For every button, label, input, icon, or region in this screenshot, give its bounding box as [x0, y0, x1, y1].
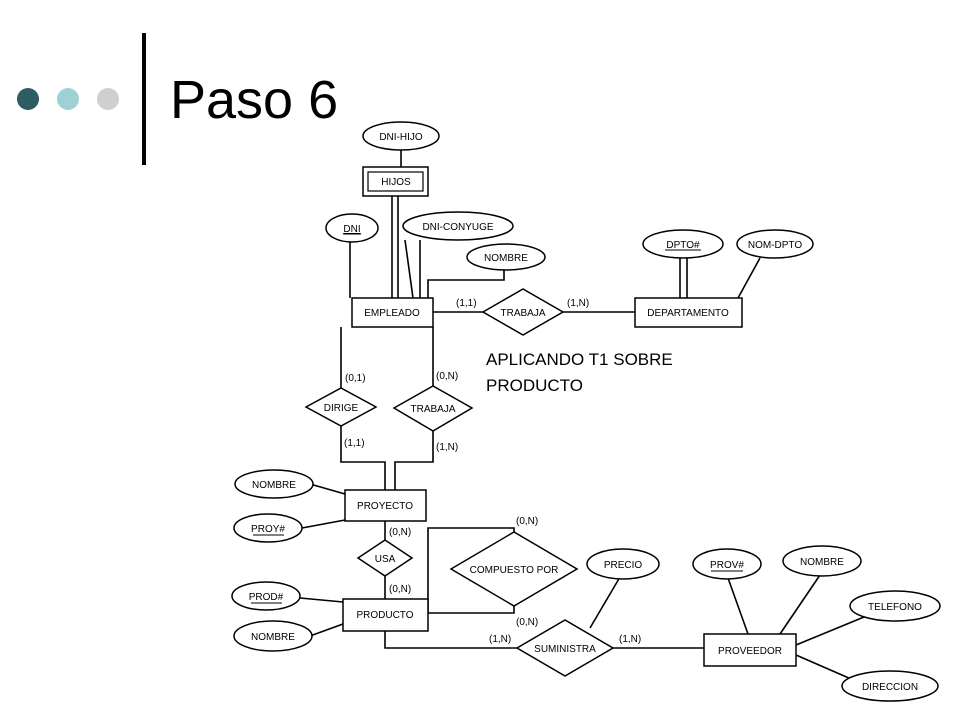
svg-text:NOMBRE: NOMBRE — [800, 557, 844, 568]
attribute-dpto: DPTO# — [642, 229, 724, 259]
attribute-nom-dpto: NOM-DPTO — [736, 229, 814, 259]
decor-dot-teal — [57, 88, 79, 110]
svg-text:DPTO#: DPTO# — [666, 240, 700, 251]
relationship-trabaja-dept: TRABAJA — [481, 288, 565, 336]
svg-text:DIRECCION: DIRECCION — [862, 682, 918, 693]
relationship-suministra: SUMINISTRA — [515, 619, 615, 677]
svg-text:DNI-HIJO: DNI-HIJO — [379, 132, 423, 143]
entity-hijos: HIJOS — [362, 166, 429, 197]
svg-text:DNI: DNI — [343, 224, 360, 235]
attribute-nombre-empleado: NOMBRE — [466, 243, 546, 271]
slide-title: Paso 6 — [170, 70, 339, 130]
card-usa-producto: (0,N) — [389, 584, 411, 595]
svg-text:DIRIGE: DIRIGE — [324, 403, 359, 414]
svg-text:NOMBRE: NOMBRE — [251, 632, 295, 643]
relationship-dirige: DIRIGE — [304, 387, 378, 427]
svg-text:PROYECTO: PROYECTO — [357, 501, 413, 512]
svg-text:HIJOS: HIJOS — [381, 177, 411, 188]
card-empleado-trabaja-proy: (0,N) — [436, 371, 458, 382]
card-trabaja-departamento: (1,N) — [567, 298, 589, 309]
connector-lines — [299, 150, 865, 683]
attribute-direccion: DIRECCION — [841, 670, 939, 702]
card-proyecto-usa: (0,N) — [389, 527, 411, 538]
svg-text:NOM-DPTO: NOM-DPTO — [748, 240, 802, 251]
svg-text:TELEFONO: TELEFONO — [868, 602, 922, 613]
svg-text:COMPUESTO POR: COMPUESTO POR — [470, 565, 559, 576]
attribute-nombre-proyecto: NOMBRE — [234, 469, 314, 499]
svg-text:PRECIO: PRECIO — [604, 560, 643, 571]
svg-text:PROV#: PROV# — [710, 560, 744, 571]
card-suministra-proveedor: (1,N) — [619, 634, 641, 645]
attribute-nombre-proveedor: NOMBRE — [782, 545, 862, 577]
attribute-dni-hijo: DNI-HIJO — [362, 121, 440, 151]
card-dirige-proyecto: (1,1) — [344, 438, 365, 449]
svg-text:TRABAJA: TRABAJA — [410, 404, 455, 415]
card-empleado-dirige: (0,1) — [345, 373, 366, 384]
svg-text:NOMBRE: NOMBRE — [252, 480, 296, 491]
svg-text:EMPLEADO: EMPLEADO — [364, 308, 420, 319]
entity-empleado: EMPLEADO — [351, 297, 434, 328]
entity-departamento: DEPARTAMENTO — [634, 297, 743, 328]
attribute-nombre-producto: NOMBRE — [233, 620, 313, 652]
card-compuesto-top: (0,N) — [516, 516, 538, 527]
entity-proyecto: PROYECTO — [344, 489, 427, 522]
svg-text:PROY#: PROY# — [251, 524, 285, 535]
attribute-telefono: TELEFONO — [849, 590, 941, 622]
svg-text:USA: USA — [375, 554, 396, 565]
relationship-trabaja-proy: TRABAJA — [392, 385, 474, 432]
note-line-2: PRODUCTO — [486, 376, 583, 395]
attribute-prod: PROD# — [231, 581, 301, 611]
attribute-dni: DNI — [325, 213, 379, 243]
svg-text:SUMINISTRA: SUMINISTRA — [534, 644, 596, 655]
card-trabaja-proyecto: (1,N) — [436, 442, 458, 453]
decor-dot-dark — [17, 88, 39, 110]
svg-text:DNI-CONYUGE: DNI-CONYUGE — [422, 222, 493, 233]
note-line-1: APLICANDO T1 SOBRE — [486, 350, 673, 369]
svg-text:PRODUCTO: PRODUCTO — [356, 610, 413, 621]
entity-producto: PRODUCTO — [342, 598, 429, 632]
entity-proveedor: PROVEEDOR — [703, 633, 797, 667]
svg-text:PROD#: PROD# — [249, 592, 284, 603]
relationship-usa: USA — [356, 539, 414, 577]
card-compuesto-bottom: (0,N) — [516, 617, 538, 628]
card-empleado-trabaja: (1,1) — [456, 298, 477, 309]
attribute-prov: PROV# — [692, 548, 762, 580]
svg-text:DEPARTAMENTO: DEPARTAMENTO — [647, 308, 729, 319]
attribute-precio: PRECIO — [586, 548, 660, 580]
svg-text:PROVEEDOR: PROVEEDOR — [718, 646, 782, 657]
svg-text:NOMBRE: NOMBRE — [484, 253, 528, 264]
decor-dot-gray — [97, 88, 119, 110]
attribute-proy: PROY# — [233, 513, 303, 543]
title-divider — [142, 33, 146, 165]
svg-text:TRABAJA: TRABAJA — [500, 308, 545, 319]
card-producto-suministra: (1,N) — [489, 634, 511, 645]
relationship-compuesto-por: COMPUESTO POR — [449, 531, 579, 607]
attribute-dni-conyuge: DNI-CONYUGE — [402, 211, 514, 241]
